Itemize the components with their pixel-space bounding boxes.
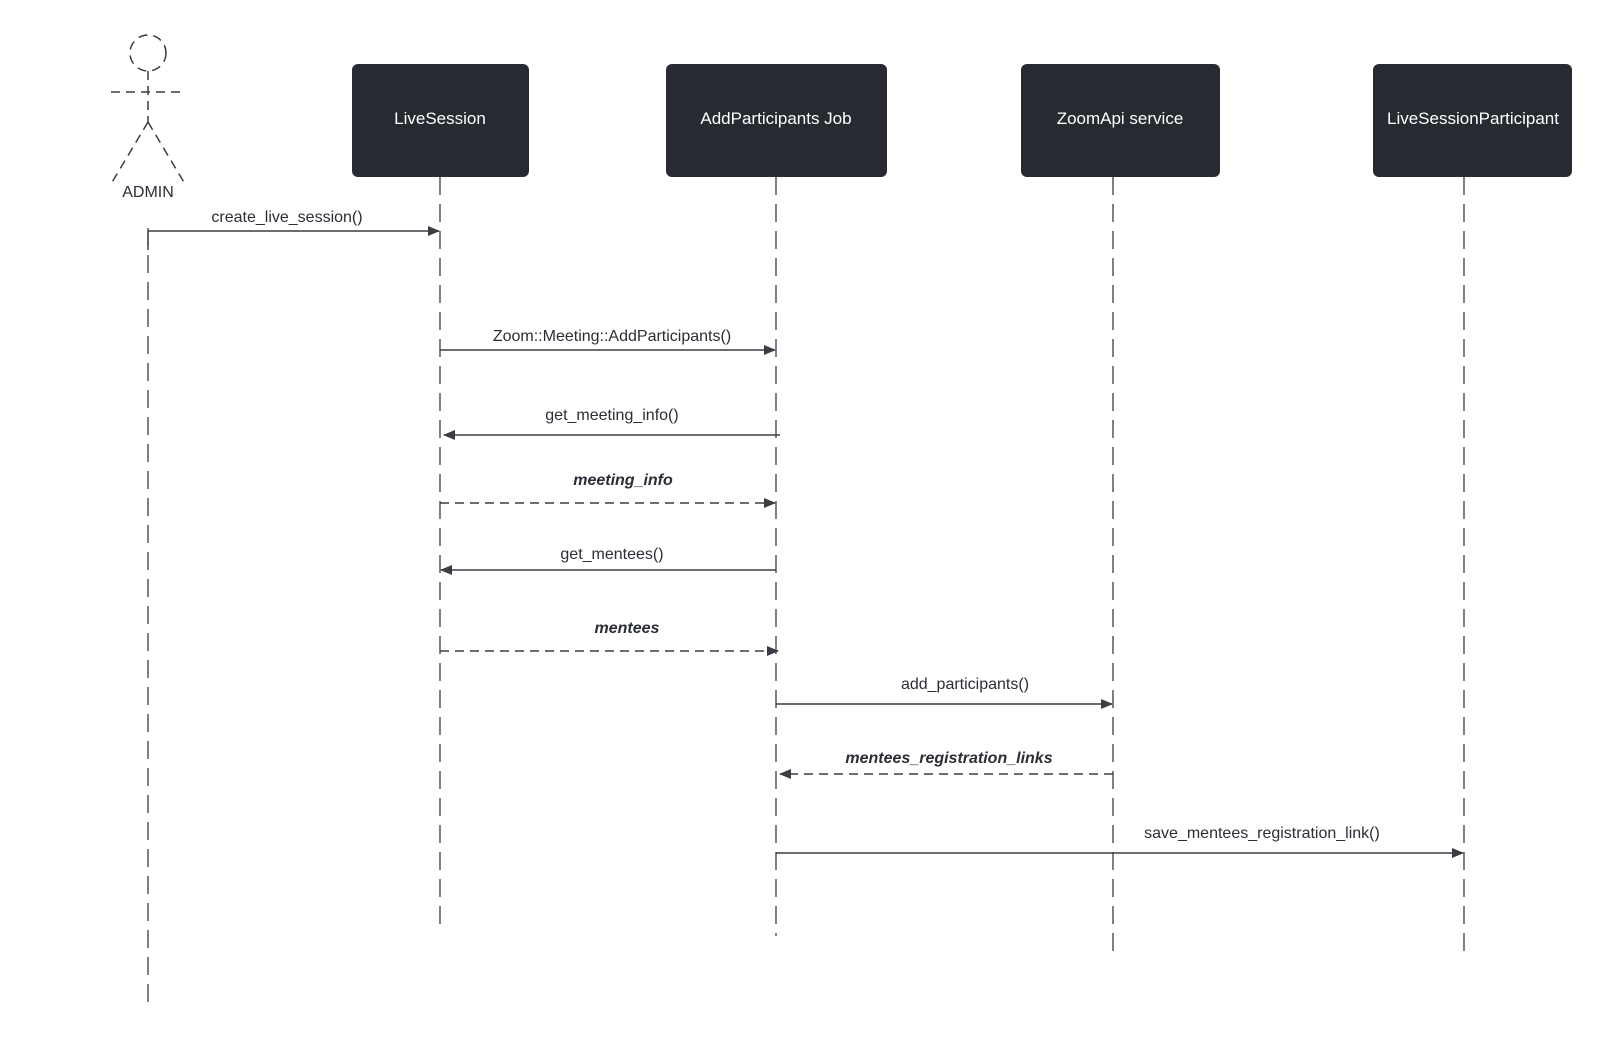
participant-box[interactable] <box>352 64 529 177</box>
message-arrow[interactable] <box>147 226 440 250</box>
participant-live-session[interactable]: LiveSession <box>352 64 529 177</box>
participant-zoom-api-service[interactable]: ZoomApi service <box>1021 64 1220 177</box>
message-label: add_participants() <box>901 676 1029 693</box>
message-label: create_live_session() <box>211 209 362 226</box>
message-label: get_meeting_info() <box>545 407 678 424</box>
message-label: mentees <box>595 620 660 637</box>
participant-live-session-participant[interactable]: LiveSessionParticipant <box>1373 64 1572 177</box>
message-label: save_mentees_registration_link() <box>1144 825 1380 842</box>
message-label: Zoom::Meeting::AddParticipants() <box>493 328 731 345</box>
message-mentees[interactable]: mentees <box>440 620 779 656</box>
participant-box[interactable] <box>1373 64 1572 177</box>
lifelines <box>147 177 1465 1010</box>
participant-box[interactable] <box>1021 64 1220 177</box>
message-add-participants[interactable]: add_participants() <box>776 676 1113 709</box>
messages: create_live_session() Zoom::Meeting::Add… <box>147 209 1464 858</box>
message-label: mentees_registration_links <box>845 750 1052 767</box>
message-zoom-meeting-add-participants[interactable]: Zoom::Meeting::AddParticipants() <box>440 328 776 355</box>
stick-figure-icon <box>110 34 186 185</box>
participant-label: AddParticipants Job <box>700 109 851 128</box>
participant-label: LiveSessionParticipant <box>1387 109 1559 128</box>
message-label: meeting_info <box>573 472 673 489</box>
message-get-mentees[interactable]: get_mentees() <box>440 546 776 575</box>
message-create-live-session[interactable]: create_live_session() <box>147 209 440 250</box>
actor-label: ADMIN <box>122 184 174 201</box>
message-mentees-registration-links[interactable]: mentees_registration_links <box>779 750 1113 779</box>
message-save-mentees-registration-link[interactable]: save_mentees_registration_link() <box>776 825 1464 858</box>
message-get-meeting-info[interactable]: get_meeting_info() <box>443 407 780 440</box>
message-label: get_mentees() <box>560 546 663 563</box>
participant-label: ZoomApi service <box>1057 109 1184 128</box>
participant-box[interactable] <box>666 64 887 177</box>
participant-label: LiveSession <box>394 109 486 128</box>
admin-actor: ADMIN <box>110 34 186 201</box>
participant-add-participants-job[interactable]: AddParticipants Job <box>666 64 887 177</box>
message-meeting-info[interactable]: meeting_info <box>440 472 776 508</box>
